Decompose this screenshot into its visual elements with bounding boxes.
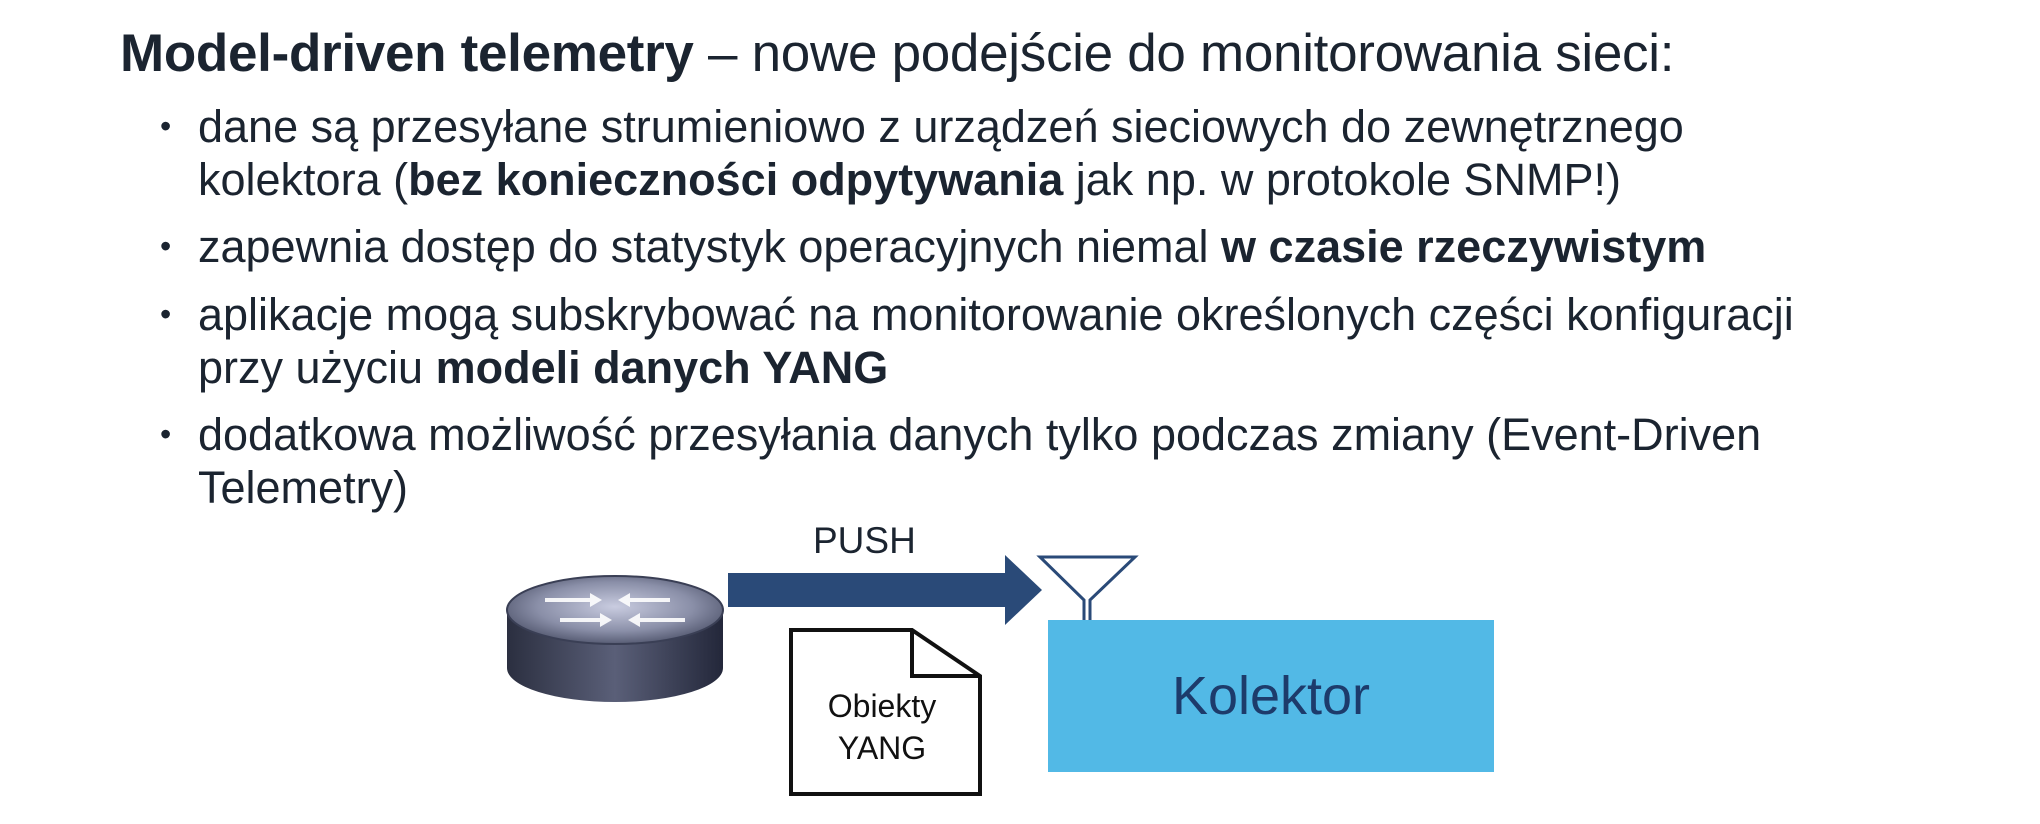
bullet-line: Telemetry) <box>198 461 1761 514</box>
bullet-text: aplikacje mogą subskrybować na monitorow… <box>198 288 1794 394</box>
bullet-dot: • <box>160 108 172 144</box>
bullet-line: dane są przesyłane strumieniowo z urządz… <box>198 100 1684 153</box>
bullet-segment: przy użyciu <box>198 342 436 393</box>
bullet-segment: dodatkowa możliwość przesyłania danych t… <box>198 409 1762 460</box>
bullet-segment: aplikacje mogą subskrybować na monitorow… <box>198 289 1794 340</box>
bullet-text: dane są przesyłane strumieniowo z urządz… <box>198 100 1684 206</box>
slide-title-bold: Model-driven telemetry <box>120 24 694 83</box>
bullet-dot: • <box>160 416 172 452</box>
document-label: Obiekty YANG <box>792 685 972 769</box>
collector-box <box>1048 620 1494 772</box>
bullet-line: zapewnia dostęp do statystyk operacyjnyc… <box>198 220 1706 273</box>
slide-title: Model-driven telemetry – nowe podejście … <box>120 22 1674 86</box>
bullet-line: dodatkowa możliwość przesyłania danych t… <box>198 408 1761 461</box>
bullet-dot: • <box>160 228 172 264</box>
bullet-segment: kolektora ( <box>198 154 409 205</box>
bullet-text: dodatkowa możliwość przesyłania danych t… <box>198 408 1761 514</box>
bullet-line: przy użyciu modeli danych YANG <box>198 341 1794 394</box>
bullet-emphasis: w czasie rzeczywistym <box>1221 221 1707 272</box>
bullet-segment: Telemetry) <box>198 462 409 513</box>
bullet-line: aplikacje mogą subskrybować na monitorow… <box>198 288 1794 341</box>
document-icon <box>789 628 982 796</box>
bullet-dot: • <box>160 296 172 332</box>
bullet-emphasis: bez konieczności odpytywania <box>408 154 1064 205</box>
router-icon <box>506 575 724 702</box>
push-arrow-icon <box>728 555 1042 625</box>
slide-title-rest: – nowe podejście do monitorowania sieci: <box>693 24 1675 83</box>
bullet-segment: dane są przesyłane strumieniowo z urządz… <box>198 101 1684 152</box>
bullet-emphasis: modeli danych YANG <box>435 342 889 393</box>
bullet-text: zapewnia dostęp do statystyk operacyjnyc… <box>198 220 1706 273</box>
bullet-segment: zapewnia dostęp do statystyk operacyjnyc… <box>198 221 1222 272</box>
document-label-line2: YANG <box>837 730 927 766</box>
document-label-line1: Obiekty <box>827 688 937 724</box>
bullet-segment: jak np. w protokole SNMP!) <box>1063 154 1621 205</box>
bullet-line: kolektora (bez konieczności odpytywania … <box>198 153 1684 206</box>
push-label: PUSH <box>813 520 916 561</box>
collector-label: Kolektor <box>1171 666 1371 726</box>
